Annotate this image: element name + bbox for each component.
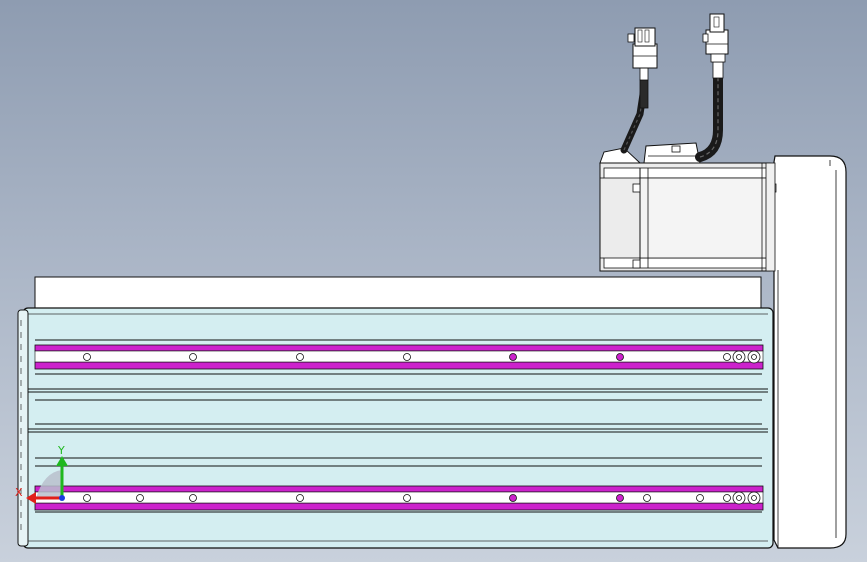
triad-plane-shade bbox=[36, 470, 62, 498]
encoder-connector-boss bbox=[599, 147, 642, 164]
y-axis-label: Y bbox=[57, 444, 65, 457]
power-cable[interactable] bbox=[695, 61, 724, 162]
encoder-cable[interactable] bbox=[620, 67, 649, 154]
coordinate-triad: Y X bbox=[15, 444, 68, 504]
servo-motor[interactable] bbox=[599, 142, 777, 272]
lower-t-slot bbox=[34, 485, 764, 511]
top-cover-plate bbox=[34, 276, 762, 309]
upper-t-slot bbox=[34, 344, 764, 370]
encoder-plug[interactable] bbox=[627, 27, 658, 69]
motor-end-housing[interactable] bbox=[773, 155, 847, 549]
linear-module[interactable] bbox=[17, 276, 774, 549]
lower-slot-holes bbox=[83, 491, 761, 505]
power-connector-boss bbox=[643, 142, 701, 164]
z-axis-dot bbox=[59, 495, 65, 501]
upper-slot-holes bbox=[83, 350, 761, 364]
left-end-cap bbox=[17, 309, 29, 547]
x-axis-label: X bbox=[15, 486, 23, 499]
power-plug[interactable] bbox=[702, 13, 729, 63]
